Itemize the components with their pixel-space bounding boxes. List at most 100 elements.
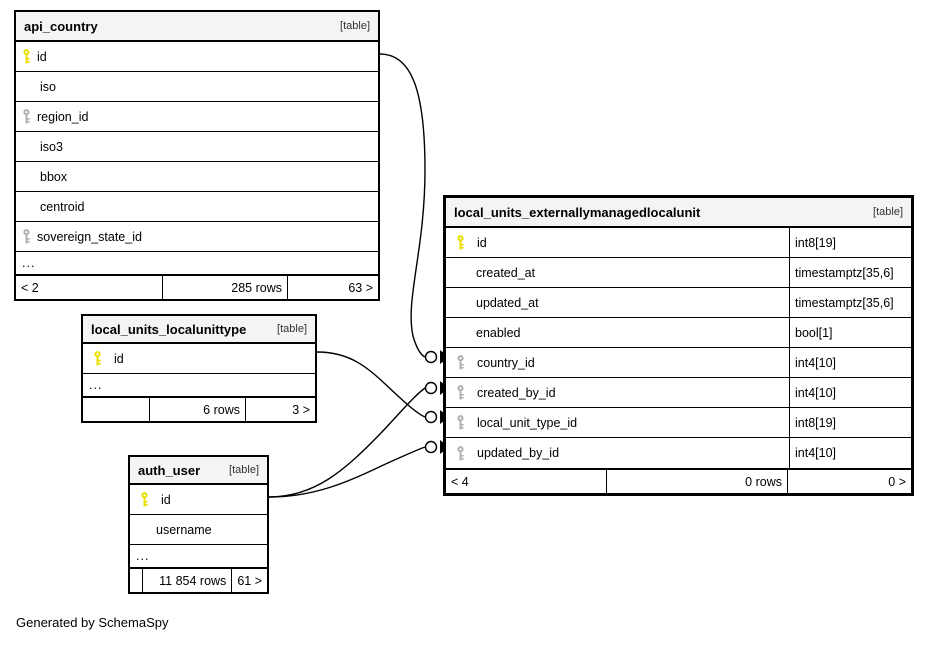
table-title: auth_user	[138, 462, 201, 478]
column-row[interactable]: created_at timestamptz[35,6]	[446, 258, 911, 288]
column-label: updated_by_id	[477, 446, 560, 460]
table-header-local-units-externallymanagedlocalunit: local_units_externallymanagedlocalunit […	[446, 198, 911, 228]
footer-row-count: 0 rows	[606, 470, 787, 493]
table-api-country[interactable]: api_country [table] id iso	[14, 10, 380, 301]
column-name-cell: username	[130, 515, 267, 544]
table-tag: [table]	[873, 206, 903, 218]
table-footer-api-country: < 2 285 rows 63 >	[16, 274, 378, 299]
column-type: int4[10]	[789, 348, 911, 377]
column-row[interactable]: created_by_id int4[10]	[446, 378, 911, 408]
column-label: id	[161, 492, 171, 507]
column-name-cell: local_unit_type_id	[446, 408, 789, 437]
foreign-key-icon	[457, 355, 464, 370]
column-row[interactable]: updated_at timestamptz[35,6]	[446, 288, 911, 318]
column-name-cell: iso3	[16, 132, 378, 161]
column-name-cell: id	[83, 344, 315, 373]
table-local-units-externallymanagedlocalunit[interactable]: local_units_externallymanagedlocalunit […	[443, 195, 914, 496]
column-row[interactable]: enabled bool[1]	[446, 318, 911, 348]
column-label: iso3	[40, 139, 63, 154]
more-columns-row: ...	[130, 545, 267, 567]
column-name-cell: country_id	[446, 348, 789, 377]
column-type: bool[1]	[789, 318, 911, 347]
column-label: created_by_id	[477, 385, 556, 400]
column-row[interactable]: id	[83, 344, 315, 374]
foreign-key-icon	[23, 109, 30, 124]
column-label: username	[156, 522, 212, 537]
column-label: centroid	[40, 199, 85, 214]
column-name-cell: iso	[16, 72, 378, 101]
edge-api-country-to-country-id	[379, 53, 426, 358]
footer-children-count[interactable]: 63 >	[287, 276, 378, 299]
edge-auth-user-to-created-by-id	[268, 387, 426, 498]
column-row[interactable]: id	[130, 485, 267, 515]
footer-children-count[interactable]: 0 >	[787, 470, 911, 493]
edge-endpoint-local-unit-type-id	[424, 410, 449, 424]
column-label: id	[477, 235, 487, 250]
more-columns-row: ...	[83, 374, 315, 396]
column-row[interactable]: region_id	[16, 102, 378, 132]
column-name-cell: sovereign_state_id	[16, 222, 378, 251]
table-auth-user[interactable]: auth_user [table] id username ...	[128, 455, 269, 594]
table-title: local_units_externallymanagedlocalunit	[454, 204, 701, 220]
column-row[interactable]: bbox	[16, 162, 378, 192]
more-columns-indicator: ...	[22, 256, 36, 270]
column-label: created_at	[476, 265, 536, 280]
column-label: enabled	[476, 325, 521, 340]
column-type: int8[19]	[789, 408, 911, 437]
table-title: local_units_localunittype	[91, 321, 247, 337]
column-label: updated_at	[476, 295, 539, 310]
edge-localunittype-to-local-unit-type-id	[316, 351, 426, 418]
column-type: int4[10]	[789, 438, 911, 468]
column-label: id	[37, 49, 47, 64]
column-label: local_unit_type_id	[477, 415, 578, 430]
footer-parents-count[interactable]: < 4	[451, 474, 469, 489]
footer-children-count[interactable]: 3 >	[245, 398, 315, 421]
edge-auth-user-to-updated-by-id	[268, 446, 426, 498]
footer-parents-count[interactable]	[83, 398, 149, 421]
footer-parents-count[interactable]	[130, 569, 142, 592]
column-name-cell: centroid	[16, 192, 378, 221]
more-columns-row: ...	[16, 252, 378, 274]
table-local-units-localunittype[interactable]: local_units_localunittype [table] id ...…	[81, 314, 317, 423]
column-name-cell: updated_by_id	[446, 438, 789, 468]
column-row[interactable]: centroid	[16, 192, 378, 222]
column-row[interactable]: local_unit_type_id int8[19]	[446, 408, 911, 438]
column-row[interactable]: iso3	[16, 132, 378, 162]
table-footer-local-units-localunittype: 6 rows 3 >	[83, 396, 315, 421]
more-columns-indicator: ...	[136, 549, 150, 563]
column-label: sovereign_state_id	[37, 229, 142, 244]
column-type: timestamptz[35,6]	[789, 288, 911, 317]
column-name-cell: updated_at	[446, 288, 789, 317]
column-row[interactable]: username	[130, 515, 267, 545]
column-name-cell: created_by_id	[446, 378, 789, 407]
column-name-cell: enabled	[446, 318, 789, 347]
primary-key-icon	[23, 49, 30, 64]
column-label: country_id	[477, 355, 535, 370]
column-type: timestamptz[35,6]	[789, 258, 911, 287]
footer-children-count[interactable]: 61 >	[231, 569, 267, 592]
column-name-cell: id	[446, 228, 789, 257]
column-name-cell: created_at	[446, 258, 789, 287]
column-row[interactable]: updated_by_id int4[10]	[446, 438, 911, 468]
column-row[interactable]: iso	[16, 72, 378, 102]
column-name-cell: bbox	[16, 162, 378, 191]
column-label: iso	[40, 79, 56, 94]
footer-row-count: 11 854 rows	[141, 569, 231, 592]
column-row[interactable]: country_id int4[10]	[446, 348, 911, 378]
table-footer-auth-user: 11 854 rows 61 >	[130, 567, 267, 592]
column-label: bbox	[40, 169, 68, 184]
footer-row-count: 285 rows	[162, 276, 287, 299]
table-footer-local-units-externallymanagedlocalunit: < 4 0 rows 0 >	[446, 468, 911, 493]
column-name-cell: id	[16, 42, 378, 71]
column-name-cell: id	[130, 485, 267, 514]
table-header-local-units-localunittype: local_units_localunittype [table]	[83, 316, 315, 344]
column-label: region_id	[37, 109, 89, 124]
column-row[interactable]: id	[16, 42, 378, 72]
column-type: int4[10]	[789, 378, 911, 407]
column-label: id	[114, 351, 124, 366]
generated-by-caption: Generated by SchemaSpy	[16, 615, 169, 630]
column-row[interactable]: sovereign_state_id	[16, 222, 378, 252]
column-row[interactable]: id int8[19]	[446, 228, 911, 258]
footer-parents-count[interactable]: < 2	[21, 280, 39, 295]
column-name-cell: region_id	[16, 102, 378, 131]
